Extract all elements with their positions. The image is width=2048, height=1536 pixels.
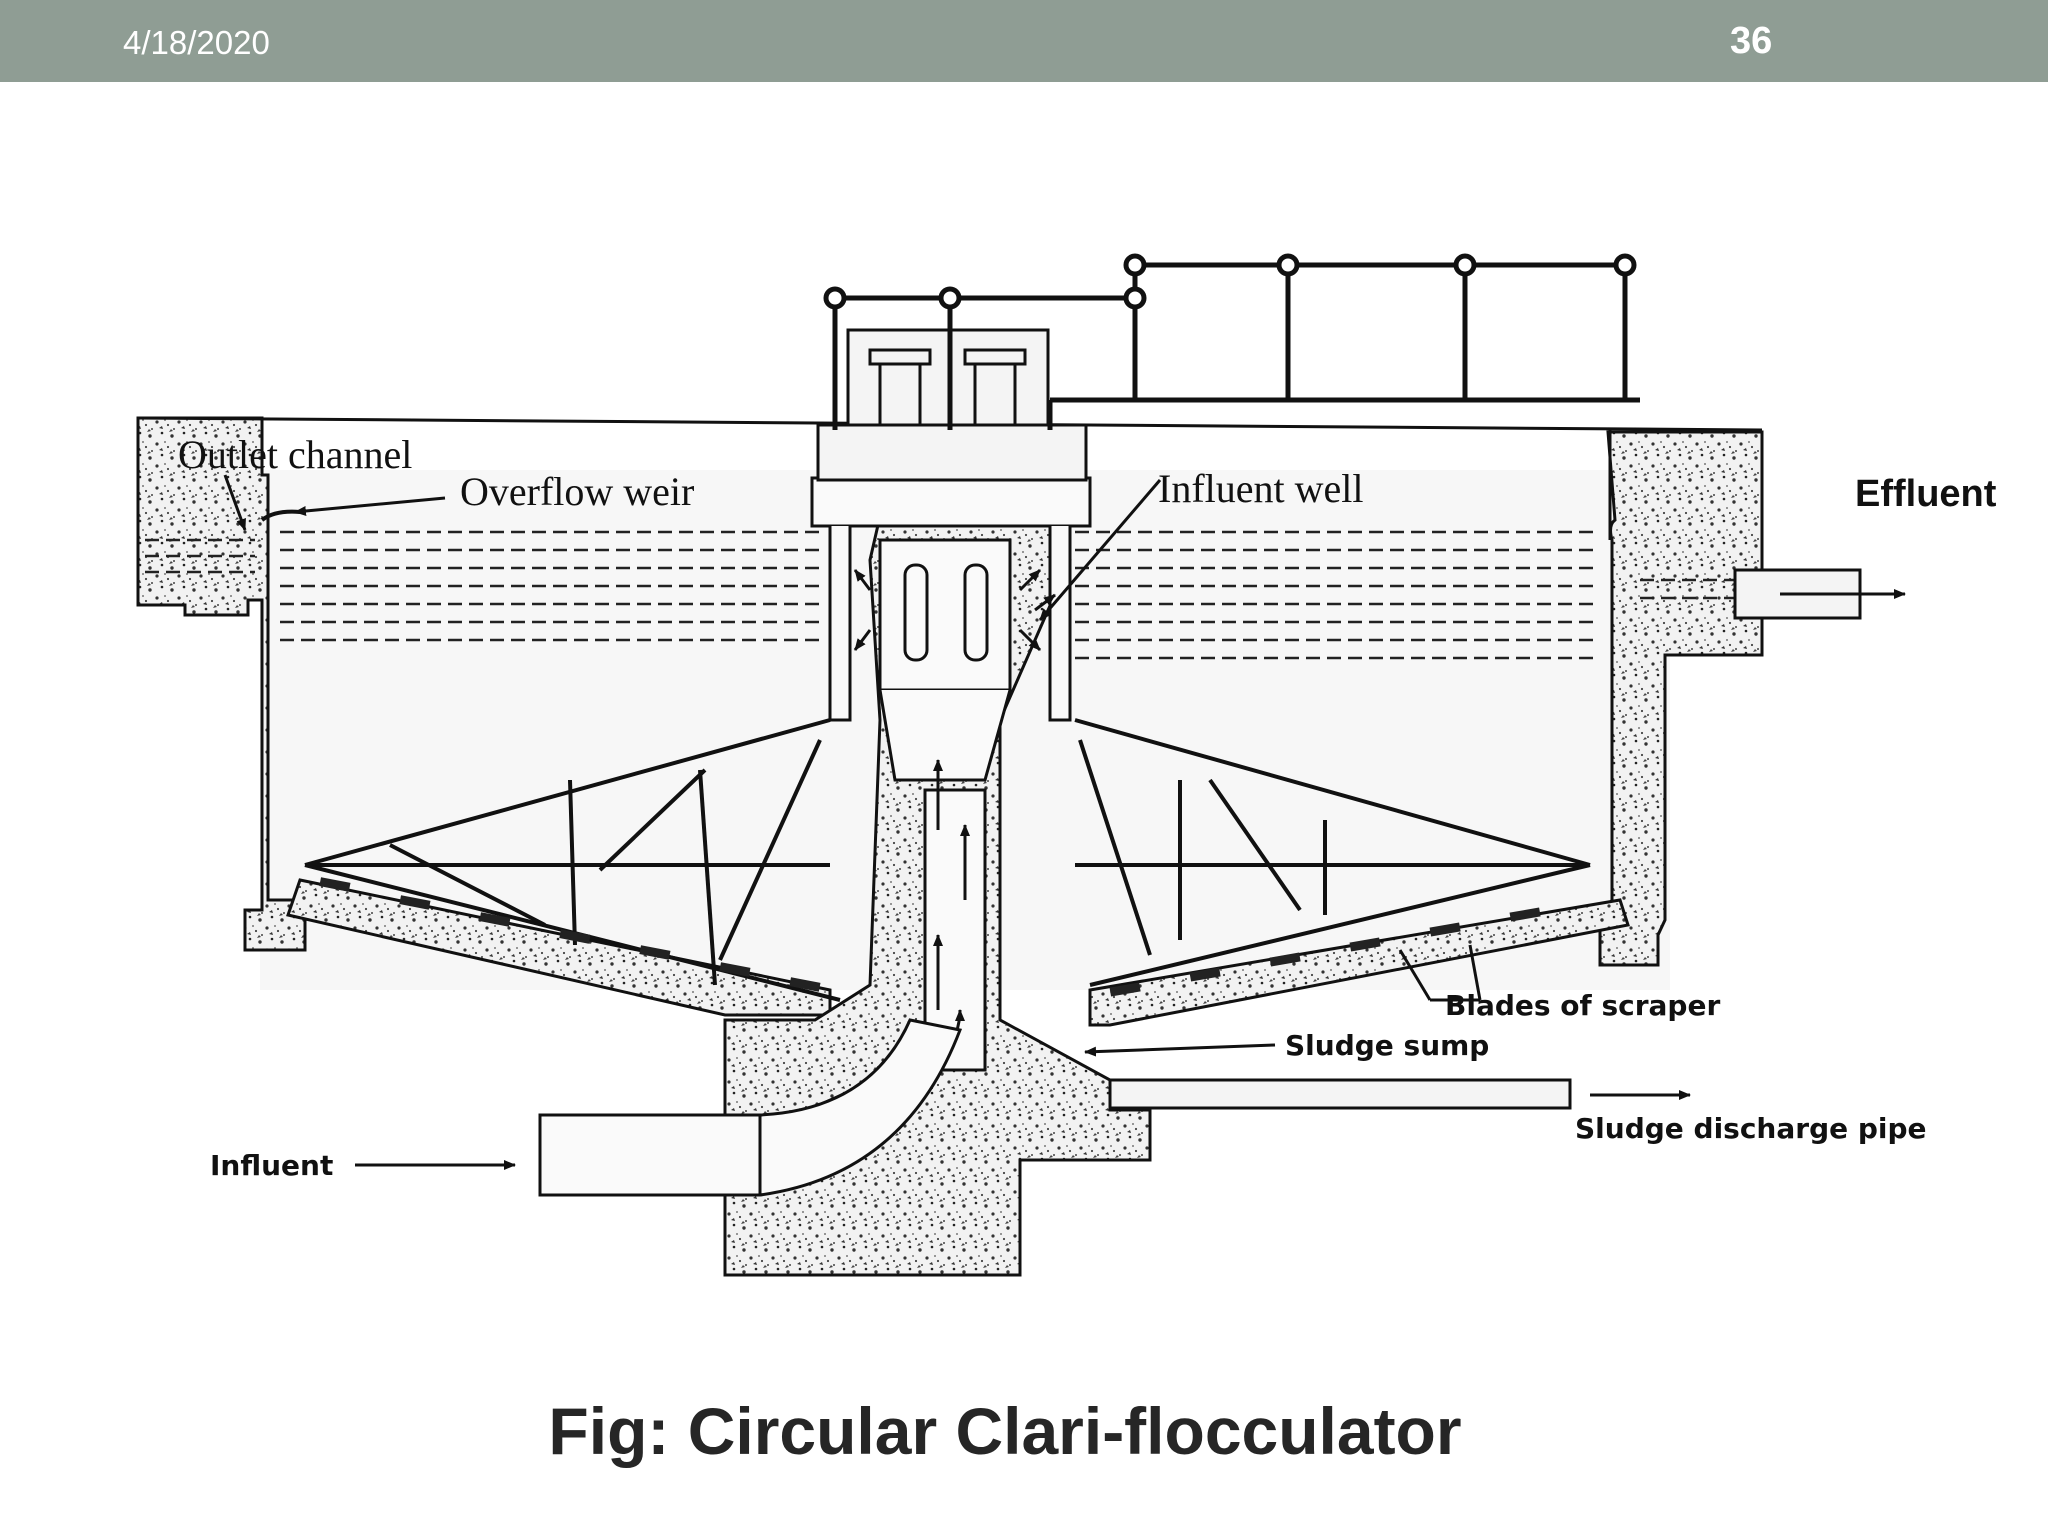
influent-pipe	[538, 1018, 963, 1197]
scraper-blades	[319, 877, 1541, 997]
drive-mechanism	[816, 328, 1088, 482]
figure-caption: Fig: Circular Clari-flocculator	[548, 1394, 1462, 1468]
label-influent-well: Influent well	[1158, 466, 1364, 511]
label-influent: Influent	[210, 1149, 333, 1182]
central-riser	[923, 788, 987, 1072]
walkway-handrail	[823, 253, 1640, 430]
sludge-discharge-pipe-shape	[1108, 1078, 1572, 1110]
label-leaders	[223, 474, 1691, 1170]
label-sludge-sump: Sludge sump	[1285, 1029, 1489, 1062]
label-outlet-channel: Outlet channel	[178, 432, 412, 477]
label-effluent: Effluent	[1855, 473, 1997, 515]
slide-header-bar: 4/18/2020 36	[0, 0, 2048, 82]
slide-page-number: 36	[1730, 20, 1773, 62]
label-blades-of-scraper: Blades of scraper	[1445, 989, 1720, 1022]
water-surface	[145, 530, 1750, 660]
effluent-pipe	[1733, 568, 1906, 620]
slide-date: 4/18/2020	[123, 24, 270, 61]
influent-well	[810, 476, 1092, 782]
scraper-truss	[304, 718, 1591, 1002]
label-overflow-weir: Overflow weir	[460, 469, 694, 514]
label-sludge-discharge-pipe: Sludge discharge pipe	[1575, 1112, 1927, 1145]
